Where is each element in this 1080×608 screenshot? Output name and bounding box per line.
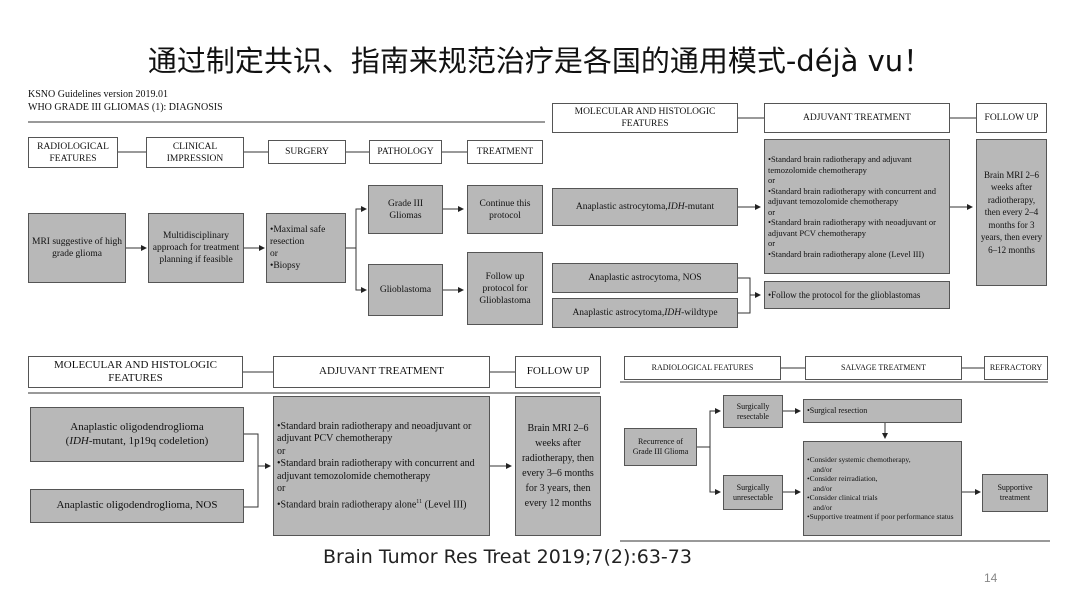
salvage-options-box: •Consider systemic chemotherapy, and/or … (803, 441, 962, 536)
guideline-version: KSNO Guidelines version 2019.01 (28, 89, 168, 100)
surgery-line-1: •Maximal safe resection (270, 225, 326, 247)
grade-iii-gliomas-box: Grade III Gliomas (368, 185, 443, 234)
header-pathology: PATHOLOGY (369, 140, 442, 164)
header-follow-up-2: FOLLOW UP (515, 356, 601, 388)
continue-protocol-box: Continue this protocol (467, 185, 543, 234)
surgery-line-2: or (270, 249, 278, 259)
citation: Brain Tumor Res Treat 2019;7(2):63-73 (323, 546, 692, 568)
supportive-treatment-box: Supportive treatment (982, 474, 1048, 512)
header-follow-up: FOLLOW UP (976, 103, 1047, 133)
header-molecular-histologic-2: MOLECULAR AND HISTOLOGIC FEATURES (28, 356, 243, 388)
header-clinical-impression: CLINICAL IMPRESSION (146, 137, 244, 168)
adjuvant-option-4: •Standard brain radiotherapy alone (Leve… (768, 248, 925, 259)
oligo-codeleted-line1: Anaplastic oligodendroglioma (70, 421, 204, 433)
astrocytoma-idh-mutant-box: Anaplastic astrocytoma, IDH-mutant (552, 188, 738, 226)
oligo-adjuvant-or-1: or (277, 445, 286, 457)
oligo-adjuvant-1: •Standard brain radiotherapy and neoadju… (277, 420, 472, 445)
astrocytoma-nos-box: Anaplastic astrocytoma, NOS (552, 263, 738, 293)
adjuvant-options-box: •Standard brain radiotherapy and adjuvan… (764, 139, 950, 274)
header-surgery: SURGERY (268, 140, 346, 164)
unresectable-box: Surgically unresectable (723, 475, 783, 510)
oligo-adjuvant-box: •Standard brain radiotherapy and neoadju… (273, 396, 490, 536)
recurrence-box: Recurrence of Grade III Glioma (624, 428, 697, 466)
panel1-heading: WHO GRADE III GLIOMAS (1): DIAGNOSIS (28, 102, 223, 113)
header-radiological-features: RADIOLOGICAL FEATURES (28, 137, 118, 168)
oligo-adjuvant-3-text: •Standard brain radiotherapy alone (277, 498, 417, 510)
oligo-idh: IDH (69, 434, 89, 447)
adjuvant-option-3: •Standard brain radiotherapy with neoadj… (768, 217, 936, 238)
adjuvant-or-1: or (768, 175, 776, 185)
header-adjuvant-treatment: ADJUVANT TREATMENT (764, 103, 950, 133)
adjuvant-option-2: •Standard brain radiotherapy with concur… (768, 185, 936, 207)
surgery-line-3: •Biopsy (270, 261, 301, 271)
astro-wildtype-idh: IDH (664, 308, 682, 318)
salvage-andor-1: and/or (813, 464, 833, 474)
oligo-codeleted-box: Anaplastic oligodendroglioma (IDH-mutant… (30, 407, 244, 462)
slide-title: 通过制定共识、指南来规范治疗是各国的通用模式-déjà vu！ (147, 44, 933, 78)
followup-glioblastoma-box: Follow up protocol for Glioblastoma (467, 252, 543, 325)
oligo-codeleted-line2: (IDH-mutant, 1p19q codeletion) (66, 435, 209, 449)
salvage-option-1: •Consider systemic chemotherapy, (807, 455, 911, 465)
follow-up-mri-box: Brain MRI 2–6 weeks after radiotherapy, … (976, 139, 1047, 286)
astro-mutant-pre: Anaplastic astrocytoma, (575, 202, 668, 212)
adjuvant-option-1: •Standard brain radiotherapy and adjuvan… (768, 154, 912, 175)
mri-suggestive-box: MRI suggestive of high grade glioma (28, 213, 126, 283)
oligo-rest: -mutant, 1p19q codeletion) (88, 434, 209, 447)
resectable-box: Surgically resectable (723, 395, 783, 428)
page-number: 14 (984, 571, 998, 585)
oligo-adjuvant-2: •Standard brain radiotherapy with concur… (277, 458, 475, 482)
follow-gbm-protocol-box: •Follow the protocol for the glioblastom… (764, 281, 950, 309)
astro-wildtype-pre: Anaplastic astrocytoma, (572, 308, 665, 318)
salvage-andor-2: and/or (813, 483, 833, 493)
astro-mutant-idh: IDH (667, 202, 685, 212)
adjuvant-or-3: or (768, 238, 776, 248)
header-refractory: REFRACTORY (984, 356, 1048, 380)
header-radiological-features-2: RADIOLOGICAL FEATURES (624, 356, 781, 380)
salvage-option-4: •Supportive treatment if poor performanc… (807, 512, 954, 522)
astro-mutant-post: -mutant (684, 202, 715, 212)
adjuvant-or-2: or (768, 206, 776, 217)
salvage-option-3: •Consider clinical trials (807, 493, 878, 503)
astro-wildtype-post: -wildtype (681, 308, 718, 318)
glioblastoma-box: Glioblastoma (368, 264, 443, 316)
surgery-options-box: •Maximal safe resection or •Biopsy (266, 213, 346, 283)
oligo-paren: ( (65, 434, 70, 447)
oligo-adjuvant-or-2: or (277, 483, 286, 495)
header-adjuvant-treatment-2: ADJUVANT TREATMENT (273, 356, 490, 388)
oligo-nos-box: Anaplastic oligodendroglioma, NOS (30, 489, 244, 523)
salvage-option-2: •Consider reirradiation, (807, 474, 878, 484)
surgical-resection-box: •Surgical resection (803, 399, 962, 423)
multidisciplinary-box: Multidisciplinary approach for treatment… (148, 213, 244, 283)
header-treatment: TREATMENT (467, 140, 543, 164)
header-salvage-treatment: SALVAGE TREATMENT (805, 356, 962, 380)
astrocytoma-idh-wildtype-box: Anaplastic astrocytoma, IDH-wildtype (552, 298, 738, 328)
oligo-follow-up-box: Brain MRI 2–6 weeks after radiotherapy, … (515, 396, 601, 536)
header-molecular-histologic: MOLECULAR AND HISTOLOGIC FEATURES (552, 103, 738, 133)
oligo-adjuvant-3: •Standard brain radiotherapy alone11 (Le… (277, 496, 467, 512)
salvage-andor-3: and/or (813, 502, 833, 512)
oligo-adjuvant-3-level: (Level III) (422, 498, 467, 510)
oligo-adjuvant-3-ref: 11 (416, 498, 423, 505)
